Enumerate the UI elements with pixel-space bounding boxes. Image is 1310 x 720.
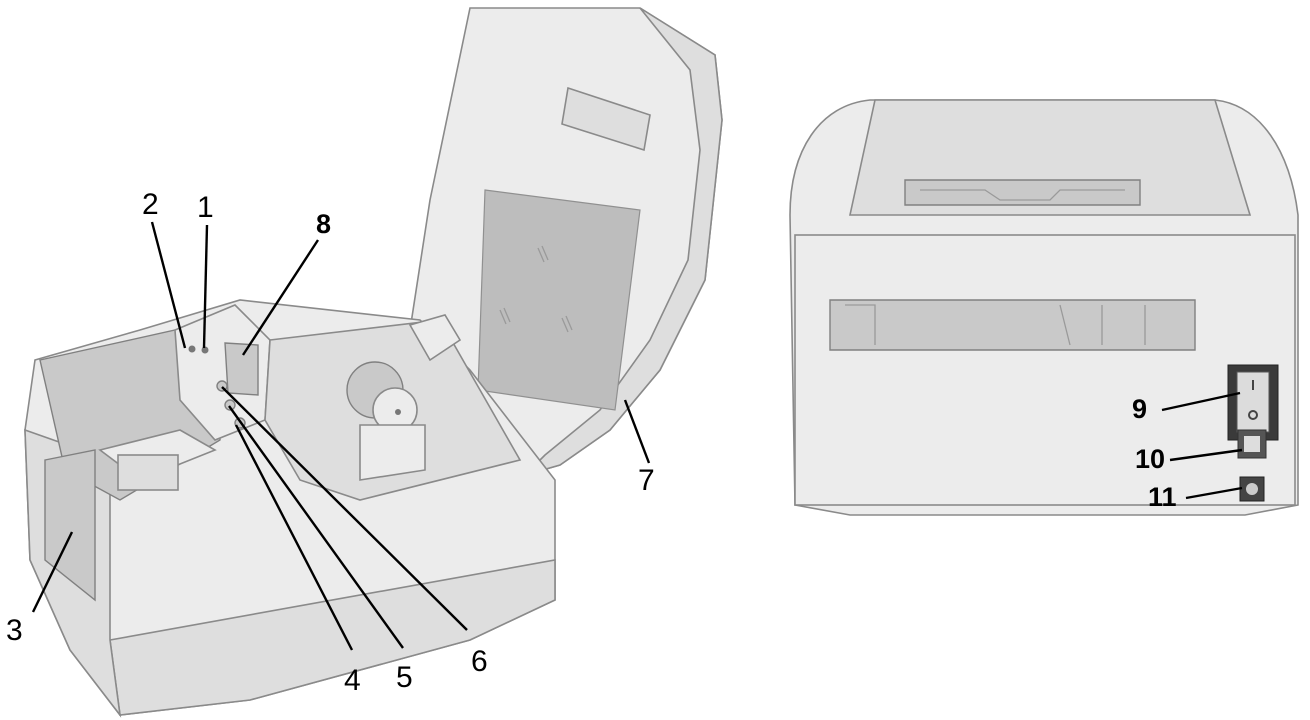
lid-slot (561, 86, 651, 152)
callout-5: 5 (396, 661, 413, 694)
led-1 (201, 346, 209, 354)
rear-view-printer (789, 99, 1299, 516)
callout-3: 3 (6, 614, 23, 647)
callout-9: 9 (1132, 394, 1147, 424)
callout-11: 11 (1148, 482, 1177, 512)
rear-back-panel (794, 234, 1296, 506)
media-guide-arm (408, 314, 462, 362)
display-8 (224, 342, 259, 396)
callout-7: 7 (638, 464, 655, 497)
callout-4: 4 (344, 664, 361, 697)
callout-1: 1 (197, 191, 214, 224)
rear-top-slot (904, 179, 1141, 206)
leader-lines (31, 221, 1243, 651)
cartridge-clip (117, 454, 179, 491)
rear-media-exit (829, 299, 1196, 351)
rear-top-slot-inner (920, 189, 1125, 201)
usb-port-inner (1244, 436, 1260, 452)
ribbon-stand (359, 424, 426, 481)
rear-media-exit-inner (845, 304, 1146, 346)
power-jack-hole (1246, 483, 1258, 495)
led-2 (188, 345, 196, 353)
button-5 (224, 399, 236, 411)
lid-label-window (477, 189, 641, 411)
callout-6: 6 (471, 645, 488, 678)
callout-8: 8 (316, 209, 331, 239)
front-view-printer (24, 7, 723, 718)
switch-off-mark (1248, 410, 1258, 420)
callout-2: 2 (142, 188, 159, 221)
window-marks (499, 245, 573, 333)
ribbon-roll-hub (395, 409, 401, 415)
callout-10: 10 (1135, 444, 1165, 474)
